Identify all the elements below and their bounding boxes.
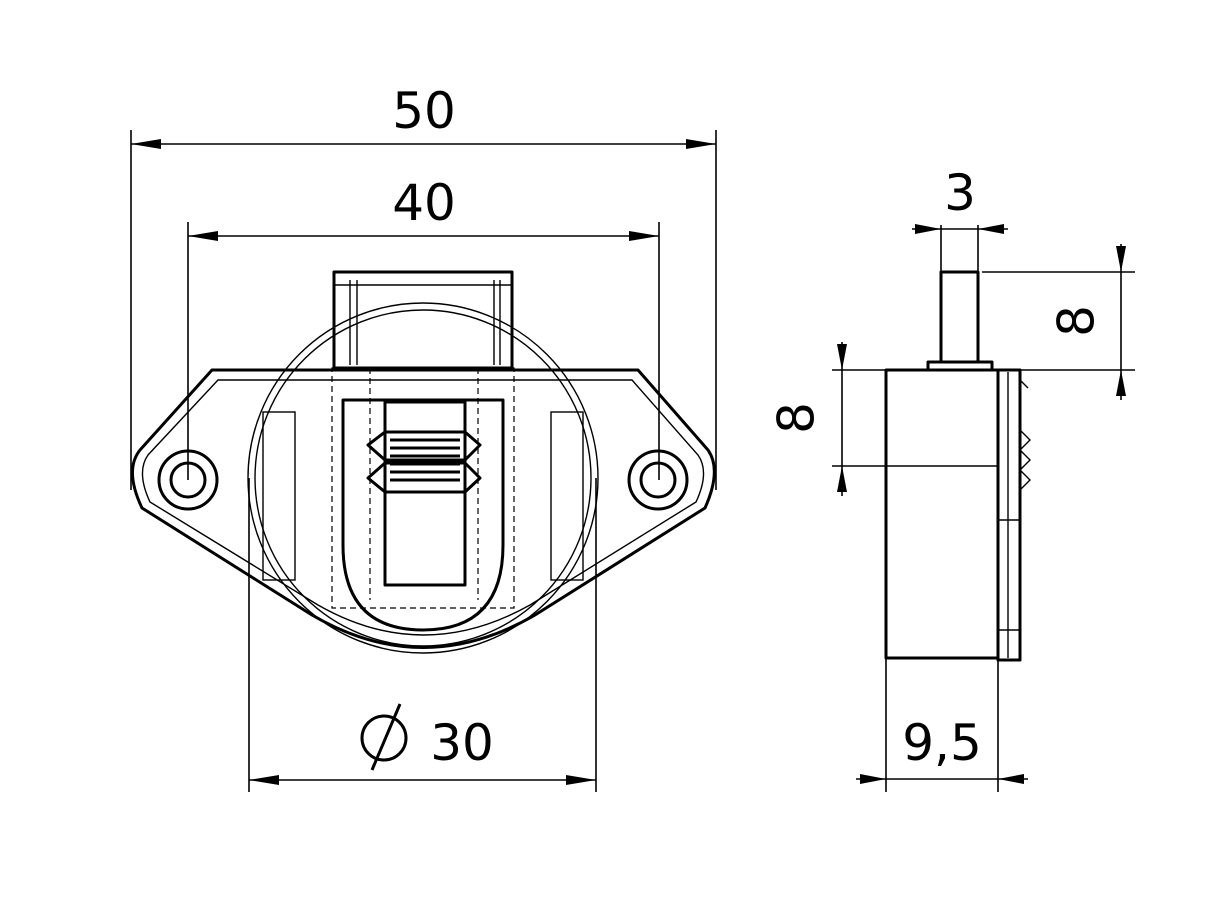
side-view: 3 8 8 9,5 <box>768 164 1135 792</box>
right-mounting-hole <box>627 449 689 511</box>
dim-diameter-label: 30 <box>430 714 494 772</box>
dim-hole-spacing-label: 40 <box>392 174 456 232</box>
pin <box>926 270 994 372</box>
dimension-pin-width: 3 <box>912 164 1008 272</box>
dimension-hole-spacing: 40 <box>187 174 660 480</box>
side-slots <box>262 411 584 581</box>
hidden-housing <box>331 367 515 609</box>
dim-pin-width-label: 3 <box>944 164 976 222</box>
dim-depth-label: 9,5 <box>902 714 982 772</box>
front-view: 50 40 30 <box>130 82 717 792</box>
latch-body <box>130 302 716 654</box>
dimension-diameter: 30 <box>248 478 597 792</box>
dimension-pin-height: 8 <box>982 244 1135 400</box>
dimension-depth: 9,5 <box>856 658 1028 792</box>
side-body <box>884 368 1031 662</box>
latch-mechanism <box>341 398 505 632</box>
dim-pin-height-label: 8 <box>1048 305 1106 337</box>
plunger-block <box>332 270 514 370</box>
dimension-overall-width: 50 <box>130 82 717 490</box>
dim-overall-width-label: 50 <box>392 82 456 140</box>
dimension-upper-offset: 8 <box>768 342 998 496</box>
diameter-symbol-icon <box>360 703 408 771</box>
grip-ribs <box>390 438 460 482</box>
dim-upper-offset-label: 8 <box>768 402 826 434</box>
